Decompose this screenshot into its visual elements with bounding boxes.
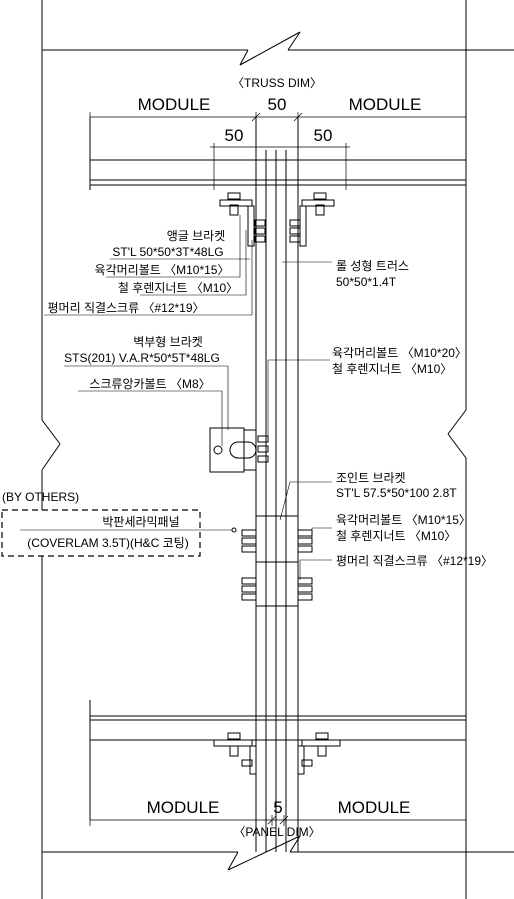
- roll-truss-label: 롤 성형 트러스: [336, 259, 409, 273]
- hex-bolt-upper-label: 육각머리볼트 〈M10*15〉: [95, 263, 230, 277]
- angle-bracket-top-left: [219, 192, 266, 247]
- roll-truss-spec: 50*50*1.4T: [336, 275, 397, 289]
- bottom-break-line: [42, 835, 514, 871]
- offset-left-label: 50: [225, 126, 244, 145]
- nut-mid-label: 철 후렌지너트 〈M10〉: [332, 362, 452, 376]
- by-others-label: (BY OTHERS): [2, 490, 79, 504]
- panel-label: 박판세라믹패널: [102, 515, 179, 529]
- hex-bolt-mid-label: 육각머리볼트 〈M10*20〉: [332, 346, 467, 360]
- joint-bracket-label: 조인트 브라켓: [336, 471, 406, 485]
- panel-dim-label: 〈PANEL DIM〉: [233, 825, 320, 839]
- frame-lines: [41, 0, 467, 899]
- leader-wall-bracket: [64, 365, 229, 430]
- module-top-right-label: MODULE: [349, 95, 422, 114]
- horizontal-rails-bottom: [89, 700, 466, 820]
- module-top-left-label: MODULE: [138, 95, 211, 114]
- gap-top-label: 50: [268, 95, 287, 114]
- nut-lower-label: 철 후렌지너트 〈M10〉: [336, 529, 456, 543]
- leader-hex-bolt-upper: [106, 215, 241, 278]
- angle-bracket-bottom-right: [297, 732, 341, 775]
- anchor-bolt-label: 스크류앙카볼트 〈M8〉: [89, 377, 210, 391]
- wall-bracket-spec: STS(201) V.A.R*50*5T*48LG: [64, 351, 220, 365]
- leader-anchor-bolt: [78, 390, 223, 446]
- wall-bracket: [209, 427, 269, 473]
- flat-screw-lower-label: 평머리 직결스크류 〈#12*19〉: [336, 554, 493, 568]
- wall-bracket-label: 벽부형 브라켓: [133, 335, 203, 349]
- panel-box: [1, 509, 201, 557]
- nut-upper-label: 철 후렌지너트 〈M10〉: [118, 281, 238, 295]
- leader-hex-bolt-lower: [311, 527, 332, 540]
- leader-flat-screw-upper: [44, 240, 253, 316]
- leader-nut-upper: [140, 230, 247, 296]
- offset-dimension-line: [210, 143, 350, 190]
- leader-flat-screw-lower: [299, 559, 332, 580]
- offset-right-label: 50: [314, 126, 333, 145]
- flat-screw-upper-label: 평머리 직결스크류 〈#12*19〉: [47, 301, 204, 315]
- panel-spec: (COVERLAM 3.5T)(H&C 코팅): [27, 536, 188, 550]
- angle-bracket-label: 앵글 브라켓: [167, 229, 226, 243]
- module-bottom-left-label: MODULE: [147, 798, 220, 817]
- angle-bracket-bottom-left: [213, 732, 257, 775]
- bottom-dimension-line: [89, 815, 466, 826]
- angle-bracket-spec: ST'L 50*50*3T*48LG: [112, 245, 223, 259]
- leader-joint-bracket: [279, 481, 332, 521]
- top-break-line: [42, 31, 514, 66]
- truss-vertical: [255, 117, 299, 852]
- leader-hex-bolt-mid: [267, 359, 330, 440]
- gap-bottom-label: 5: [273, 798, 282, 817]
- joint-bracket-spec: ST'L 57.5*50*100 2.8T: [336, 486, 457, 500]
- horizontal-rails-top: [89, 117, 466, 190]
- joint-bracket: [241, 515, 313, 607]
- hex-bolt-lower-label: 육각머리볼트 〈M10*15〉: [336, 513, 471, 527]
- module-bottom-right-label: MODULE: [338, 798, 411, 817]
- leader-panel-dot: [231, 527, 237, 533]
- angle-bracket-top-right: [289, 192, 335, 247]
- truss-dim-label: 〈TRUSS DIM〉: [232, 76, 322, 90]
